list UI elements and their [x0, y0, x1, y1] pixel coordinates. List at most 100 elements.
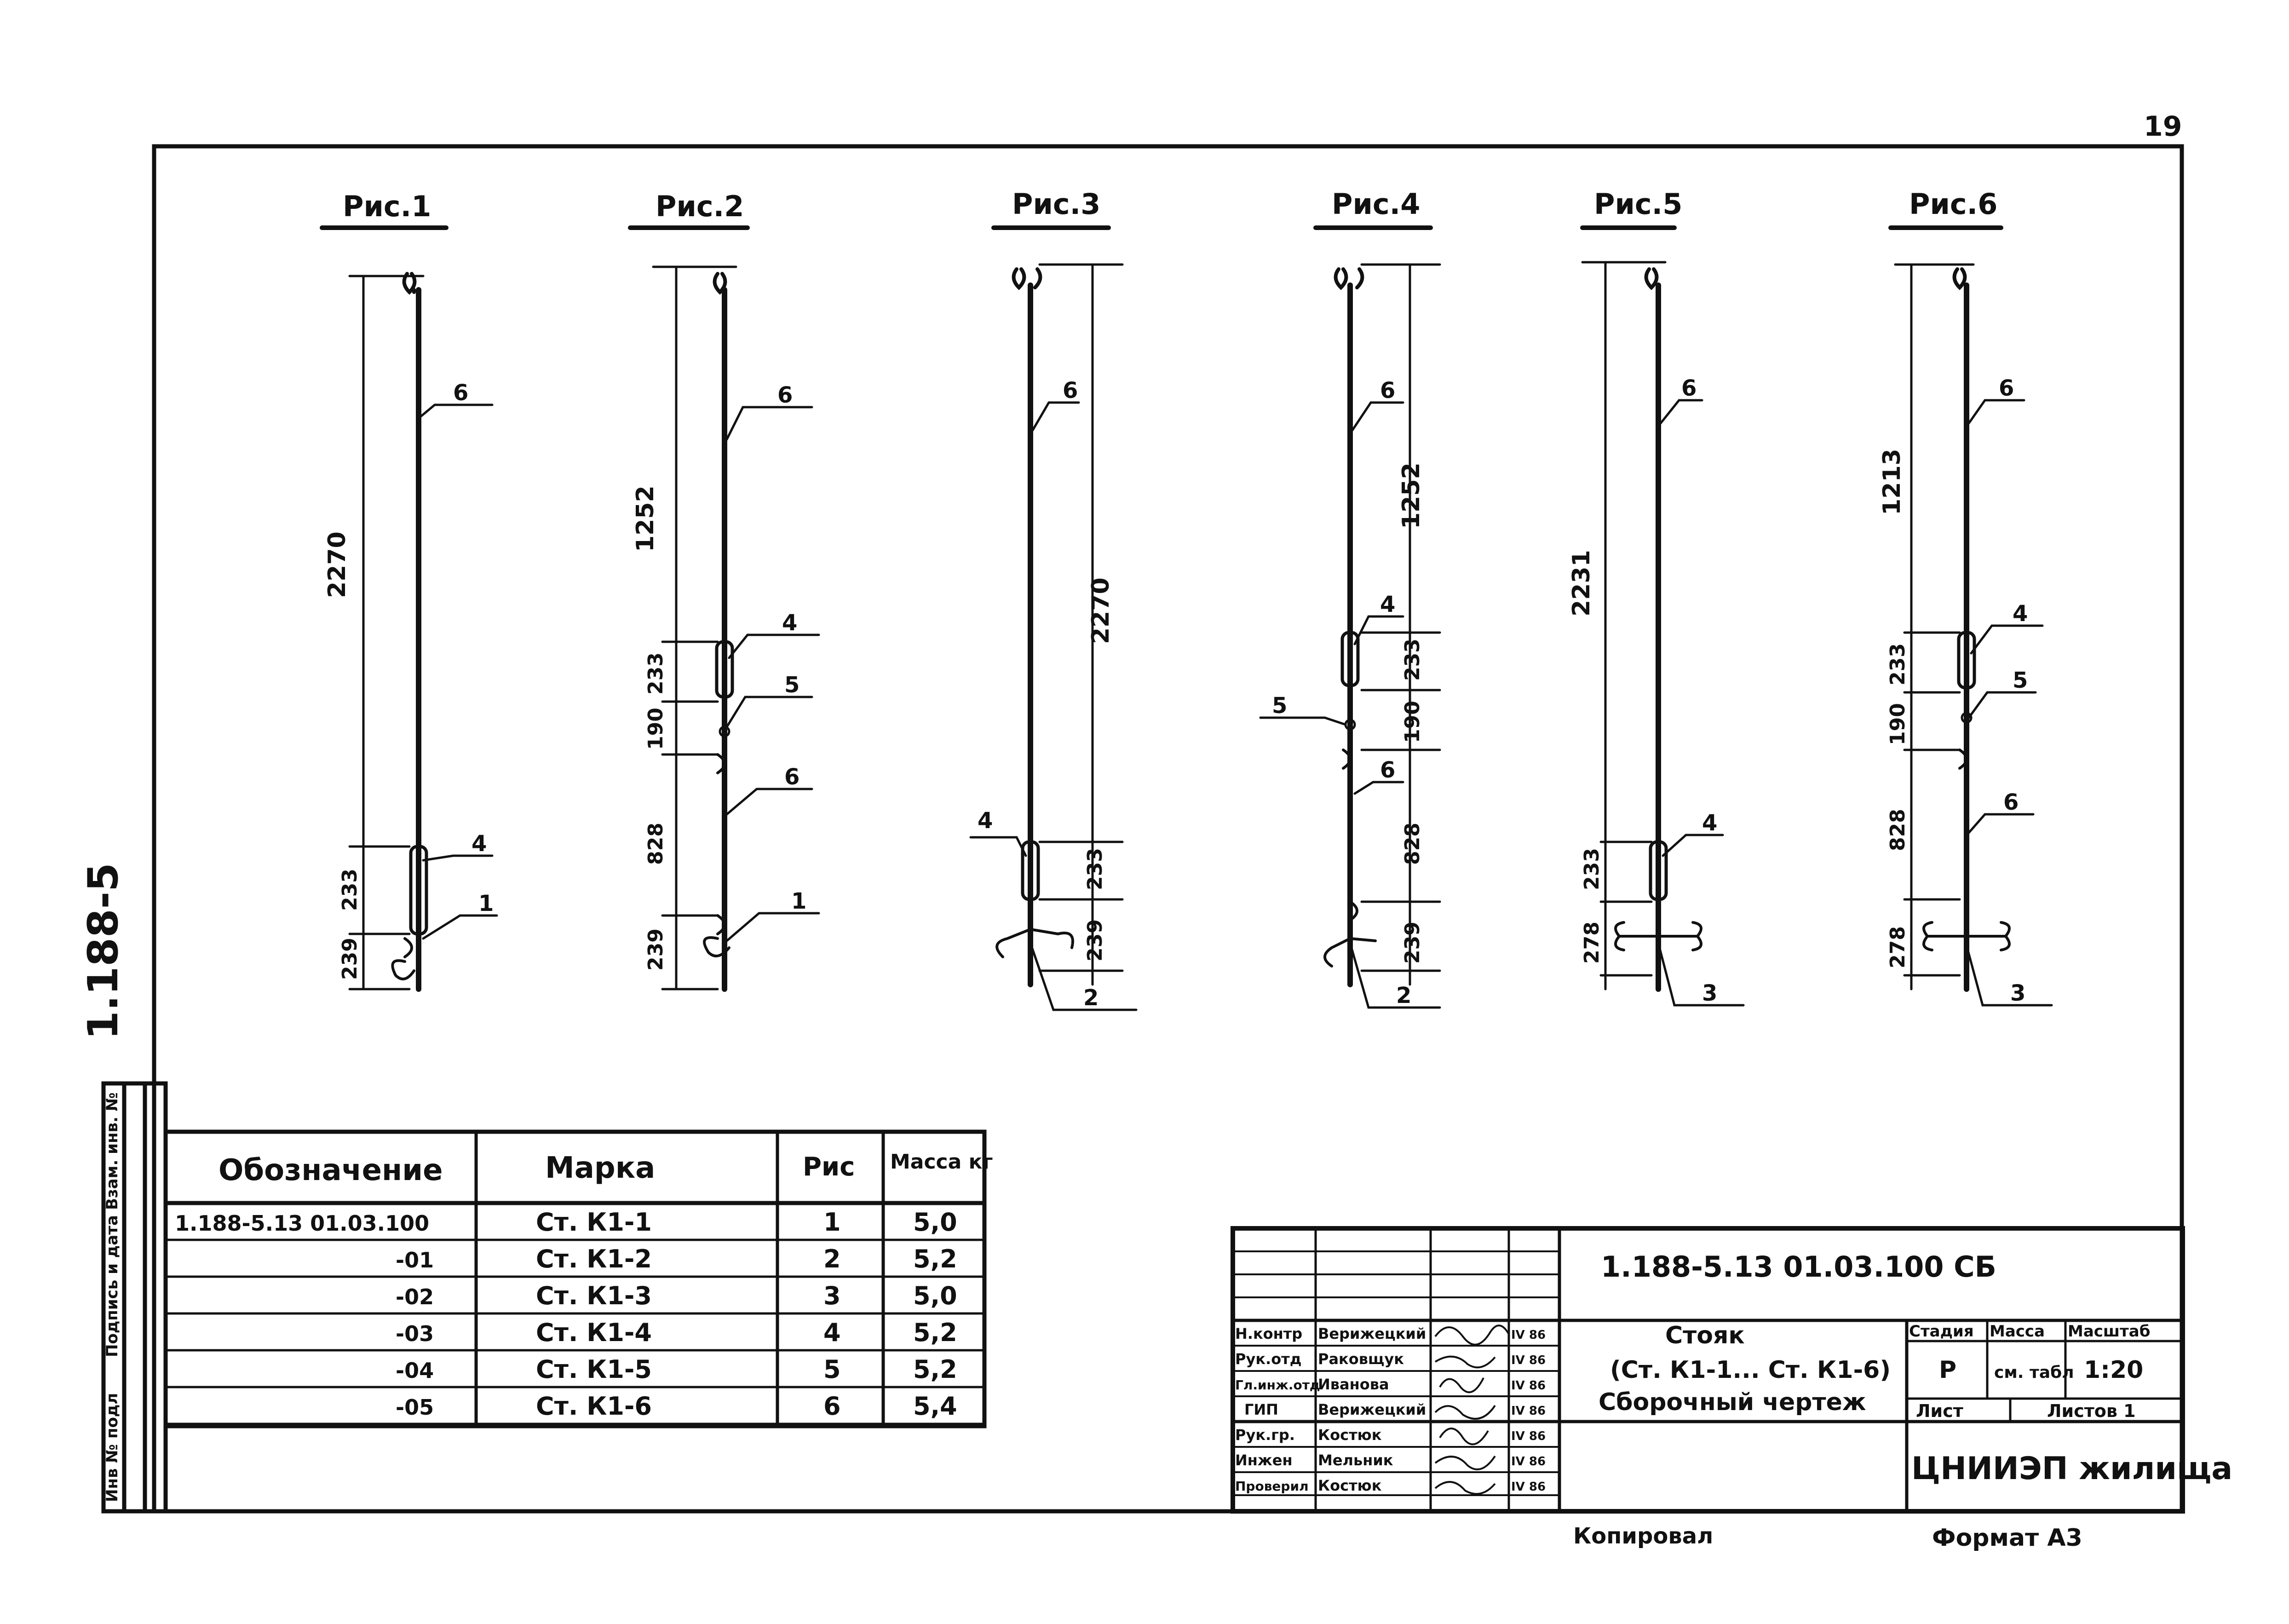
sign-role-6: Инжен — [1235, 1451, 1293, 1469]
spec-row-4-mass: 5,2 — [913, 1318, 957, 1347]
side-stamp-inv: Инв № подл — [103, 1393, 121, 1502]
sign-role-1: Н.контр — [1235, 1325, 1302, 1342]
figure-6: Рис.6 1213 233 190 828 278 6 4 — [1878, 187, 2053, 1007]
scale-value: 1:20 — [2084, 1356, 2143, 1384]
spec-row-2-mark: Ст. К1-2 — [536, 1244, 652, 1273]
figure-3: Рис.3 2270 233 239 6 4 2 — [969, 187, 1138, 1011]
spec-row-4-fig: 4 — [823, 1318, 841, 1347]
sign-name-4: Верижецкий — [1318, 1401, 1426, 1418]
figure-2-dim-2: 190 — [644, 708, 667, 750]
figure-4-dim-3: 828 — [1401, 823, 1424, 865]
side-stamp-replace: Взам. инв. № — [103, 1092, 121, 1210]
spec-row-1-mark: Ст. К1-1 — [536, 1208, 652, 1237]
spec-row-1-mass: 5,0 — [913, 1208, 957, 1237]
organization-name: ЦНИИЭП жилища — [1911, 1451, 2232, 1487]
spec-row-5-mass: 5,2 — [913, 1355, 957, 1384]
sign-name-6: Мельник — [1318, 1451, 1393, 1469]
sign-name-7: Костюк — [1318, 1477, 1382, 1494]
figure-6-callout-0: 6 — [1999, 375, 2014, 401]
figure-6-title: Рис.6 — [1909, 187, 1997, 221]
spec-row-6-fig: 6 — [823, 1392, 841, 1421]
spec-row-1-fig: 1 — [823, 1208, 841, 1237]
figure-5-callout-1: 4 — [1702, 810, 1717, 836]
sign-name-1: Верижецкий — [1318, 1325, 1426, 1342]
figure-1-callout-0: 6 — [453, 380, 468, 406]
mass-header: Масса — [1990, 1322, 2045, 1341]
figure-3-dim-2: 239 — [1083, 919, 1107, 962]
figure-2-callout-2: 5 — [784, 672, 799, 698]
figure-4-dim-2: 190 — [1401, 701, 1424, 743]
figure-6-dim-2: 190 — [1886, 703, 1909, 745]
page-number: 19 — [2144, 110, 2182, 143]
figure-4-dim-0: 1252 — [1398, 462, 1425, 529]
spec-header-mark: Марка — [545, 1151, 655, 1185]
figure-5-dim-0: 2231 — [1568, 550, 1595, 616]
figure-2-dim-3: 828 — [644, 823, 667, 865]
figure-5-dim-1: 233 — [1580, 848, 1604, 890]
stage-value: Р — [1939, 1356, 1956, 1384]
spec-row-2-fig: 2 — [823, 1244, 841, 1273]
figure-4-dim-4: 239 — [1401, 921, 1424, 964]
figure-6-callout-2: 5 — [2013, 668, 2028, 693]
figure-1-callout-1: 4 — [472, 831, 487, 857]
sign-name-5: Костюк — [1318, 1426, 1382, 1444]
figure-1-callout-2: 1 — [478, 891, 494, 916]
figure-1-dim-2: 239 — [338, 938, 362, 980]
figure-4-title: Рис.4 — [1332, 187, 1420, 221]
figure-1-title: Рис.1 — [343, 190, 431, 223]
figure-4-callout-2: 5 — [1272, 693, 1287, 719]
spec-row-6-mass: 5,4 — [913, 1392, 957, 1421]
title-line-3: Сборочный чертеж — [1599, 1388, 1866, 1416]
sign-date-1: IV 86 — [1511, 1328, 1546, 1342]
sign-date-2: IV 86 — [1511, 1353, 1546, 1367]
figure-2-callout-0: 6 — [777, 382, 793, 408]
figure-2-dim-4: 239 — [644, 928, 667, 971]
spec-row-3-designation: -02 — [396, 1284, 434, 1309]
sign-role-5: Рук.гр. — [1235, 1426, 1295, 1444]
sign-role-3: Гл.инж.отд — [1235, 1377, 1320, 1393]
figure-4-callout-1: 4 — [1380, 592, 1395, 617]
sign-date-5: IV 86 — [1511, 1429, 1546, 1443]
format-label: Формат А3 — [1932, 1524, 2082, 1552]
figure-2-callout-3: 6 — [784, 764, 799, 790]
figure-4-callout-3: 6 — [1380, 757, 1395, 783]
spec-row-5-fig: 5 — [823, 1355, 841, 1384]
spec-row-4-mark: Ст. К1-4 — [536, 1318, 652, 1347]
title-line-1: Стояк — [1665, 1322, 1745, 1349]
side-code: 1.188-5 — [79, 863, 127, 1040]
figure-2-callout-1: 4 — [782, 610, 797, 636]
doc-code: 1.188-5.13 01.03.100 СБ — [1601, 1250, 1996, 1284]
figure-5-callout-0: 6 — [1681, 375, 1697, 401]
spec-row-3-fig: 3 — [823, 1281, 841, 1310]
figure-2-dim-1: 233 — [644, 652, 667, 695]
figure-3-callout-2: 2 — [1083, 985, 1098, 1011]
figure-2: Рис.2 1252 233 190 828 239 6 4 — [628, 190, 820, 992]
copied-label: Копировал — [1573, 1523, 1713, 1549]
figure-6-callout-1: 4 — [2013, 601, 2028, 627]
sign-role-2: Рук.отд — [1235, 1350, 1302, 1368]
figure-5-callout-2: 3 — [1702, 980, 1717, 1006]
figure-2-callout-4: 1 — [791, 888, 806, 914]
spec-row-2-mass: 5,2 — [913, 1244, 957, 1273]
figure-1: Рис.1 2270 233 239 6 4 1 — [320, 190, 498, 992]
sign-role-7: Проверил — [1235, 1479, 1309, 1494]
figure-3-dim-1: 233 — [1083, 848, 1107, 890]
figure-3-dim-0: 2270 — [1087, 577, 1115, 644]
figure-3-callout-0: 6 — [1063, 378, 1078, 403]
figure-1-dim-0: 2270 — [323, 531, 351, 598]
spec-row-3-mass: 5,0 — [913, 1281, 957, 1310]
spec-row-5-mark: Ст. К1-5 — [536, 1355, 652, 1384]
figure-6-dim-3: 828 — [1886, 809, 1909, 851]
sheet-label: Лист — [1916, 1401, 1963, 1421]
mass-value: см. табл — [1994, 1363, 2074, 1382]
sign-date-6: IV 86 — [1511, 1455, 1546, 1469]
spec-header-designation: Обозначение — [219, 1153, 443, 1187]
stage-header: Стадия — [1909, 1322, 1974, 1341]
spec-row-6-designation: -05 — [396, 1395, 434, 1420]
spec-table: Обозначение Марка Рис Масса кг 1.188-5.1… — [163, 1129, 993, 1428]
figure-4: Рис.4 1252 233 190 828 239 6 4 — [1259, 187, 1441, 1009]
sign-name-3: Иванова — [1318, 1376, 1389, 1393]
figure-4-callout-0: 6 — [1380, 378, 1395, 403]
spec-row-2-designation: -01 — [396, 1248, 434, 1273]
